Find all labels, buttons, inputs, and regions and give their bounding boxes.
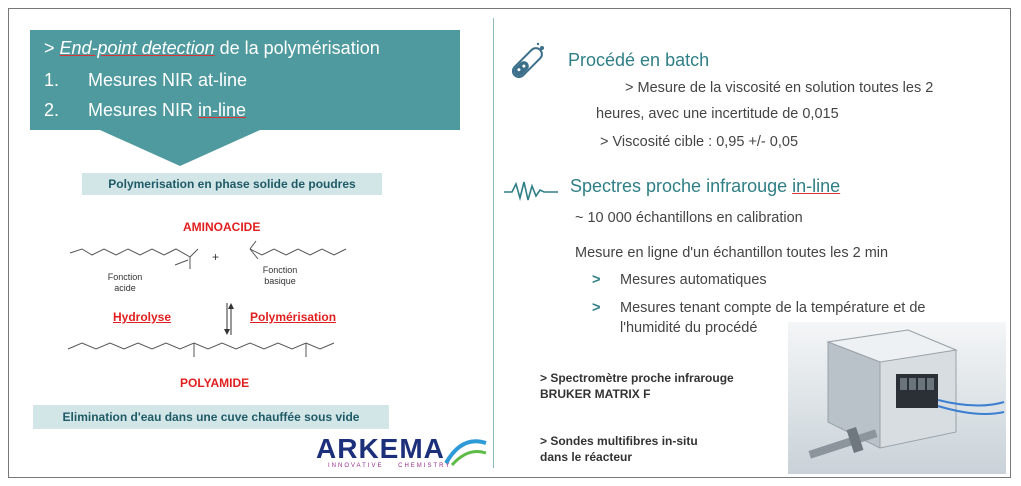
plus-sign: + bbox=[212, 250, 219, 264]
reaction-scheme: + bbox=[67, 240, 347, 357]
bullet-1: >Mesures automatiques bbox=[592, 272, 767, 288]
slide-frame bbox=[8, 8, 1011, 478]
spectrometer-image bbox=[808, 329, 1005, 459]
hydrolyse-label: Hydrolyse bbox=[113, 310, 172, 324]
aminoacide-label: AMINOACIDE bbox=[183, 220, 261, 234]
fonction-basique-label: Fonction basique bbox=[262, 265, 298, 286]
nir-heading: Spectres proche infrarouge in-line bbox=[570, 176, 841, 196]
bullet-2: >Mesures tenant compte de la température… bbox=[592, 300, 926, 316]
polyamide-label: POLYAMIDE bbox=[180, 376, 250, 390]
waveform-icon bbox=[504, 181, 558, 202]
elimination-bar: Elimination d'eau dans une cuve chauffée… bbox=[33, 405, 389, 429]
batch-line-2: heures, avec une incertitude de 0,015 bbox=[596, 106, 839, 122]
arkema-logo-arc bbox=[444, 439, 487, 467]
nir-line-2: Mesure en ligne d'un échantillon toutes … bbox=[575, 245, 889, 261]
callout-item-2: 2.Mesures NIR in-line bbox=[44, 100, 247, 120]
arkema-logo: ARKEMA INNOVATIVE CHEMISTRY bbox=[316, 433, 452, 470]
batch-heading: Procédé en batch bbox=[568, 50, 710, 70]
polymerisation-label: Polymérisation bbox=[250, 310, 337, 324]
callout-box: > End-point detection de la polymérisati… bbox=[30, 30, 460, 130]
callout-title: > End-point detection de la polymérisati… bbox=[44, 38, 380, 58]
bullet-2-cont: l'humidité du procédé bbox=[620, 320, 758, 336]
fonction-acide-label: Fonction acide bbox=[107, 272, 143, 293]
polymerisation-bar: Polymerisation en phase solide de poudre… bbox=[82, 173, 382, 195]
callout-arrow bbox=[100, 130, 260, 166]
probes-label: > Sondes multifibres in-situ dans le réa… bbox=[540, 434, 698, 464]
test-tube-icon bbox=[511, 42, 544, 79]
spectrometer-photo bbox=[788, 322, 1006, 474]
batch-line-3: > Viscosité cible : 0,95 +/- 0,05 bbox=[600, 134, 799, 150]
column-divider bbox=[493, 18, 494, 468]
spectrometer-label: > Spectromètre proche infrarouge BRUKER … bbox=[540, 371, 734, 401]
nir-line-1: ~ 10 000 échantillons en calibration bbox=[575, 210, 803, 226]
callout-item-1: 1.Mesures NIR at-line bbox=[44, 70, 248, 90]
batch-line-1: > Mesure de la viscosité en solution tou… bbox=[625, 80, 934, 96]
